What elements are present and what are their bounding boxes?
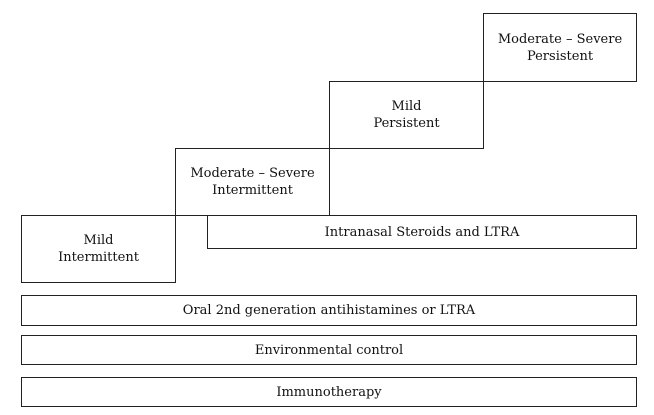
step-mild-persistent: Mild Persistent <box>329 81 484 149</box>
step-label-line1: Mild <box>83 233 114 248</box>
step-mild-intermittent: Mild Intermittent <box>21 215 176 283</box>
treatment-bar-intranasal-steroids: Intranasal Steroids and LTRA <box>207 215 637 249</box>
step-label-line1: Moderate – Severe <box>497 31 623 47</box>
step-label-line2: Intermittent <box>58 250 139 265</box>
treatment-bar-immunotherapy: Immunotherapy <box>21 377 637 407</box>
treatment-bar-environmental-control: Environmental control <box>21 335 637 365</box>
treatment-label: Oral 2nd generation antihistamines or LT… <box>182 303 476 318</box>
step-moderate-severe-intermittent: Moderate – Severe Intermittent <box>175 148 330 216</box>
step-label-line1: Moderate – Severe <box>190 166 315 181</box>
step-label-line2: Persistent <box>526 48 594 64</box>
step-label-line2: Persistent <box>373 116 440 131</box>
treatment-bar-oral-antihistamines: Oral 2nd generation antihistamines or LT… <box>21 295 637 326</box>
step-label-line2: Intermittent <box>212 183 293 198</box>
treatment-label: Environmental control <box>254 342 404 358</box>
step-label-line1: Mild <box>391 99 422 114</box>
treatment-label: Intranasal Steroids and LTRA <box>324 224 520 240</box>
treatment-label: Immunotherapy <box>276 384 382 400</box>
step-moderate-severe-persistent: Moderate – Severe Persistent <box>483 13 637 82</box>
